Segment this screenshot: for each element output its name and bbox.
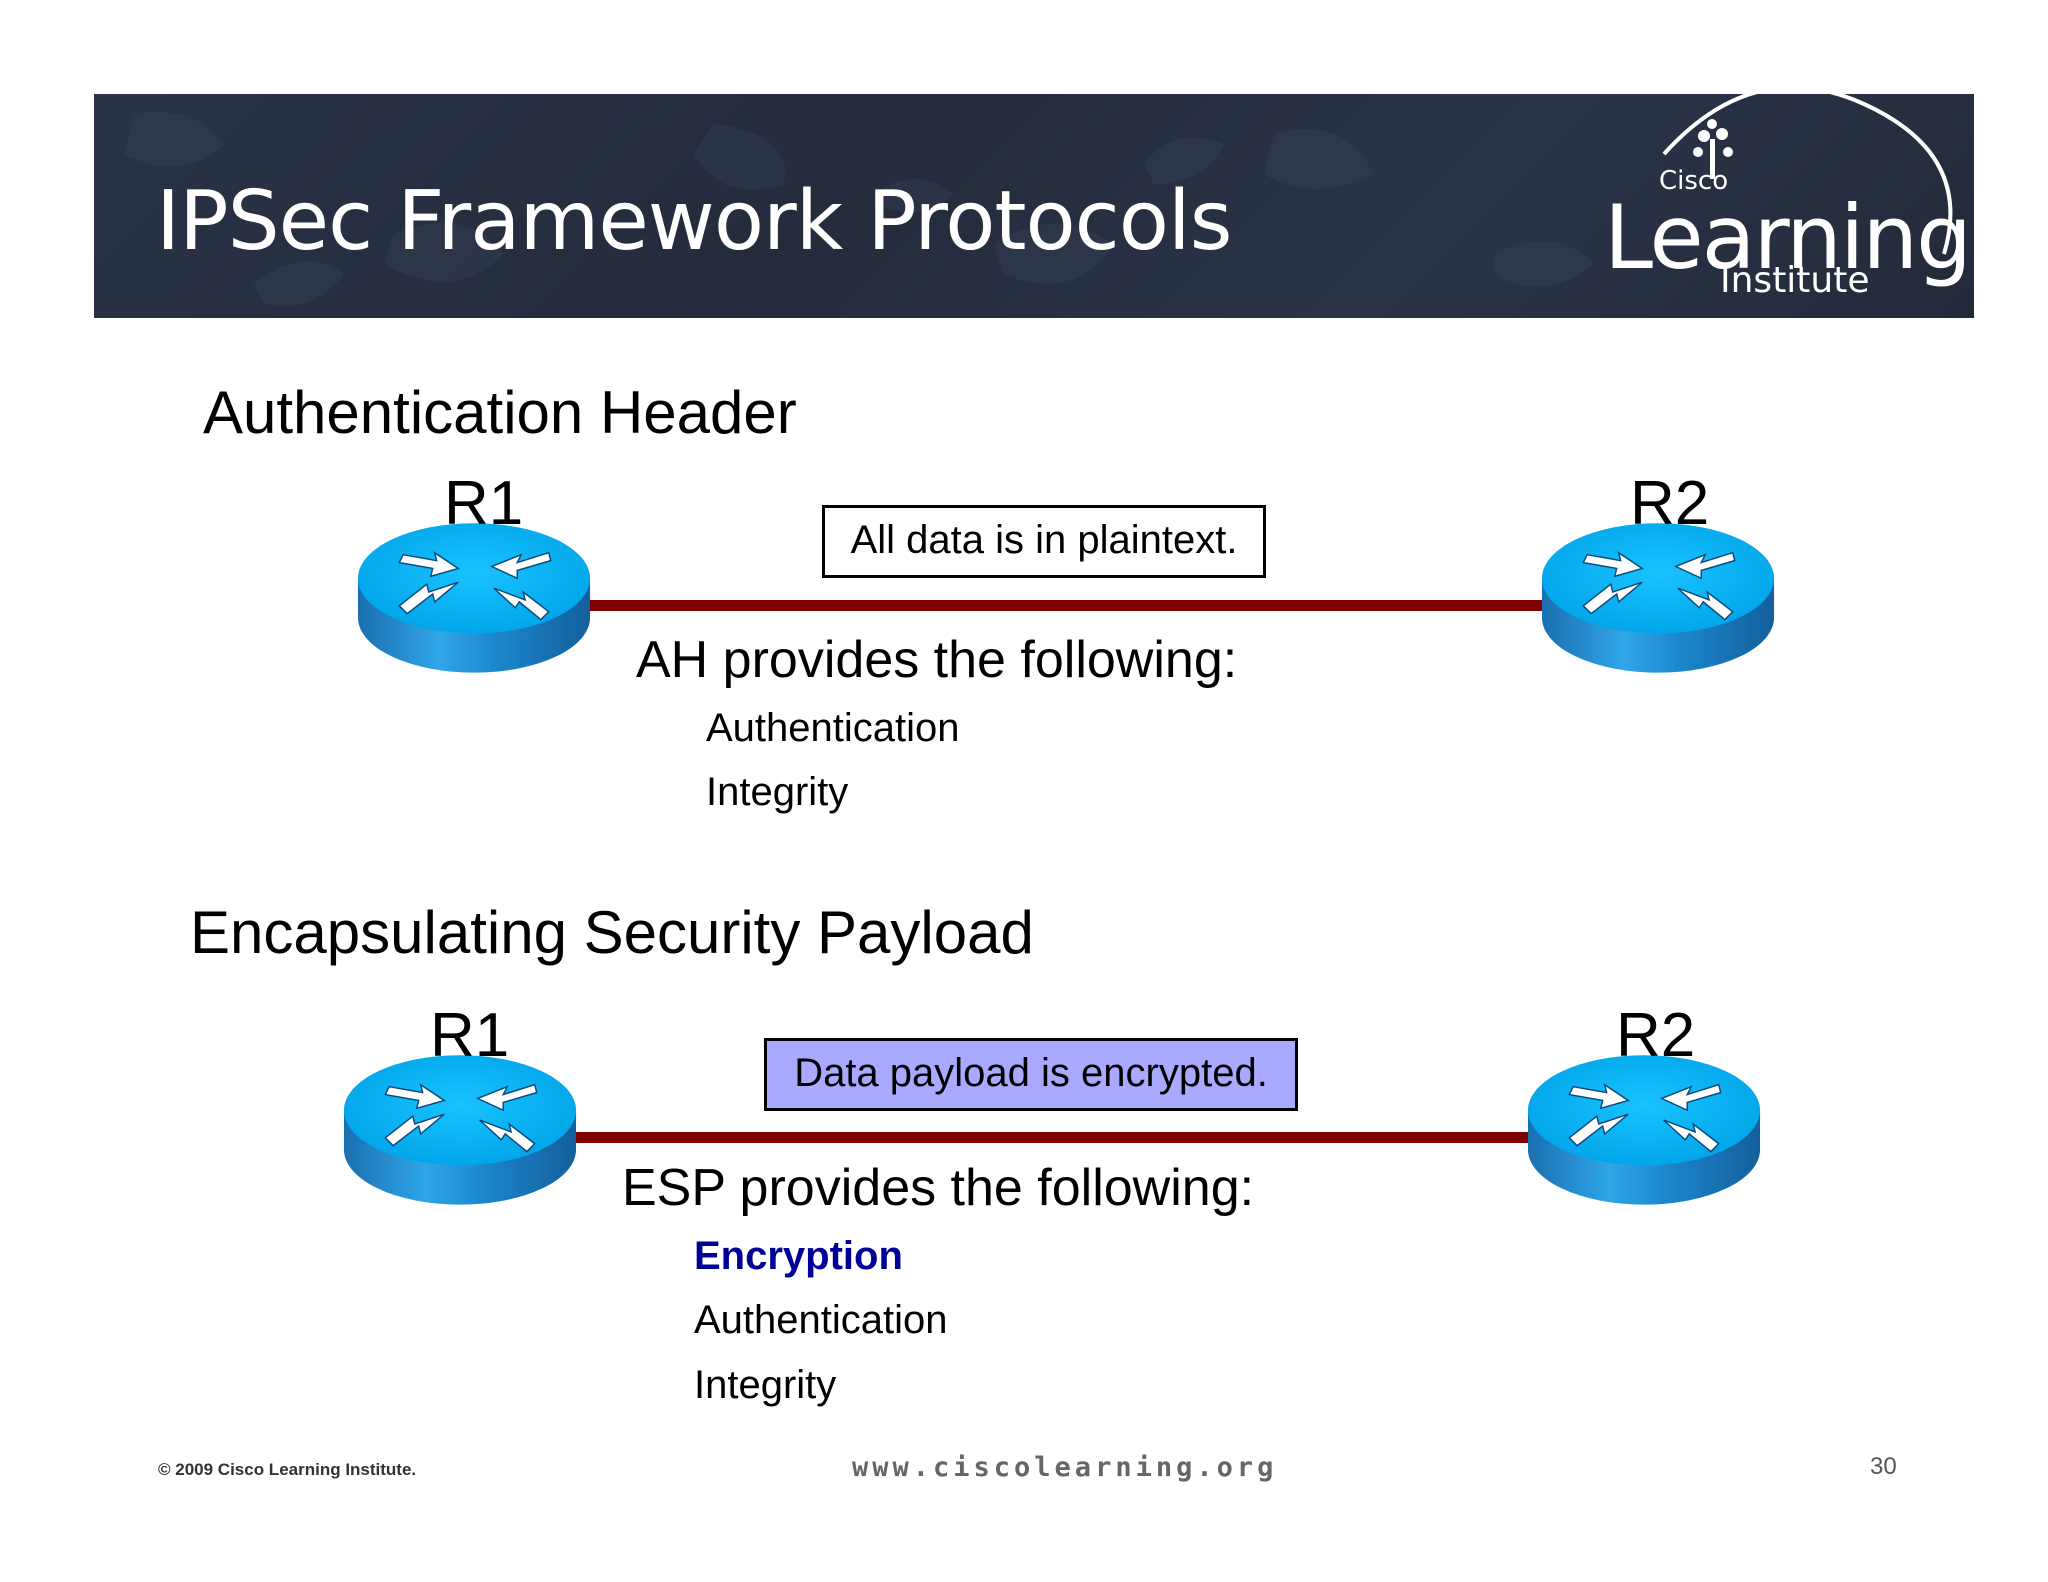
footer-url: www.ciscolearning.org <box>852 1452 1278 1483</box>
ah-feature-integrity: Integrity <box>706 770 849 814</box>
header-texture <box>124 112 1594 306</box>
ah-provides-heading: AH provides the following: <box>636 631 1238 689</box>
esp-feature-encryption: Encryption <box>694 1234 903 1278</box>
ah-section-title: Authentication Header <box>203 379 797 446</box>
ah-link-line <box>560 600 1560 611</box>
logo-institute-text: Institute <box>1720 260 1870 301</box>
tree-icon <box>1693 119 1733 179</box>
logo-learning-text: Learning <box>1604 186 1972 289</box>
page-number: 30 <box>1870 1453 1897 1480</box>
ah-router-r1-label: R1 <box>444 469 524 538</box>
logo-cisco-text: Cisco <box>1659 166 1729 196</box>
esp-encrypted-box: Data payload is encrypted. <box>764 1038 1298 1111</box>
esp-feature-authentication: Authentication <box>694 1298 948 1342</box>
ah-plaintext-box: All data is in plaintext. <box>822 505 1266 578</box>
slide-header: IPSec Framework Protocols Cisco Learning… <box>94 94 1974 318</box>
esp-router-r1-label: R1 <box>430 1001 510 1070</box>
cisco-learning-logo-arc <box>1662 94 1953 255</box>
esp-provides-heading: ESP provides the following: <box>622 1159 1255 1217</box>
ah-feature-authentication: Authentication <box>706 706 960 750</box>
footer-copyright: © 2009 Cisco Learning Institute. <box>158 1460 417 1479</box>
slide-title: IPSec Framework Protocols <box>156 174 1232 269</box>
ah-router-r2-label: R2 <box>1630 469 1710 538</box>
esp-link-line <box>560 1132 1550 1143</box>
esp-section-title: Encapsulating Security Payload <box>190 899 1034 966</box>
esp-router-r2-label: R2 <box>1616 1001 1696 1070</box>
esp-feature-integrity: Integrity <box>694 1363 837 1407</box>
